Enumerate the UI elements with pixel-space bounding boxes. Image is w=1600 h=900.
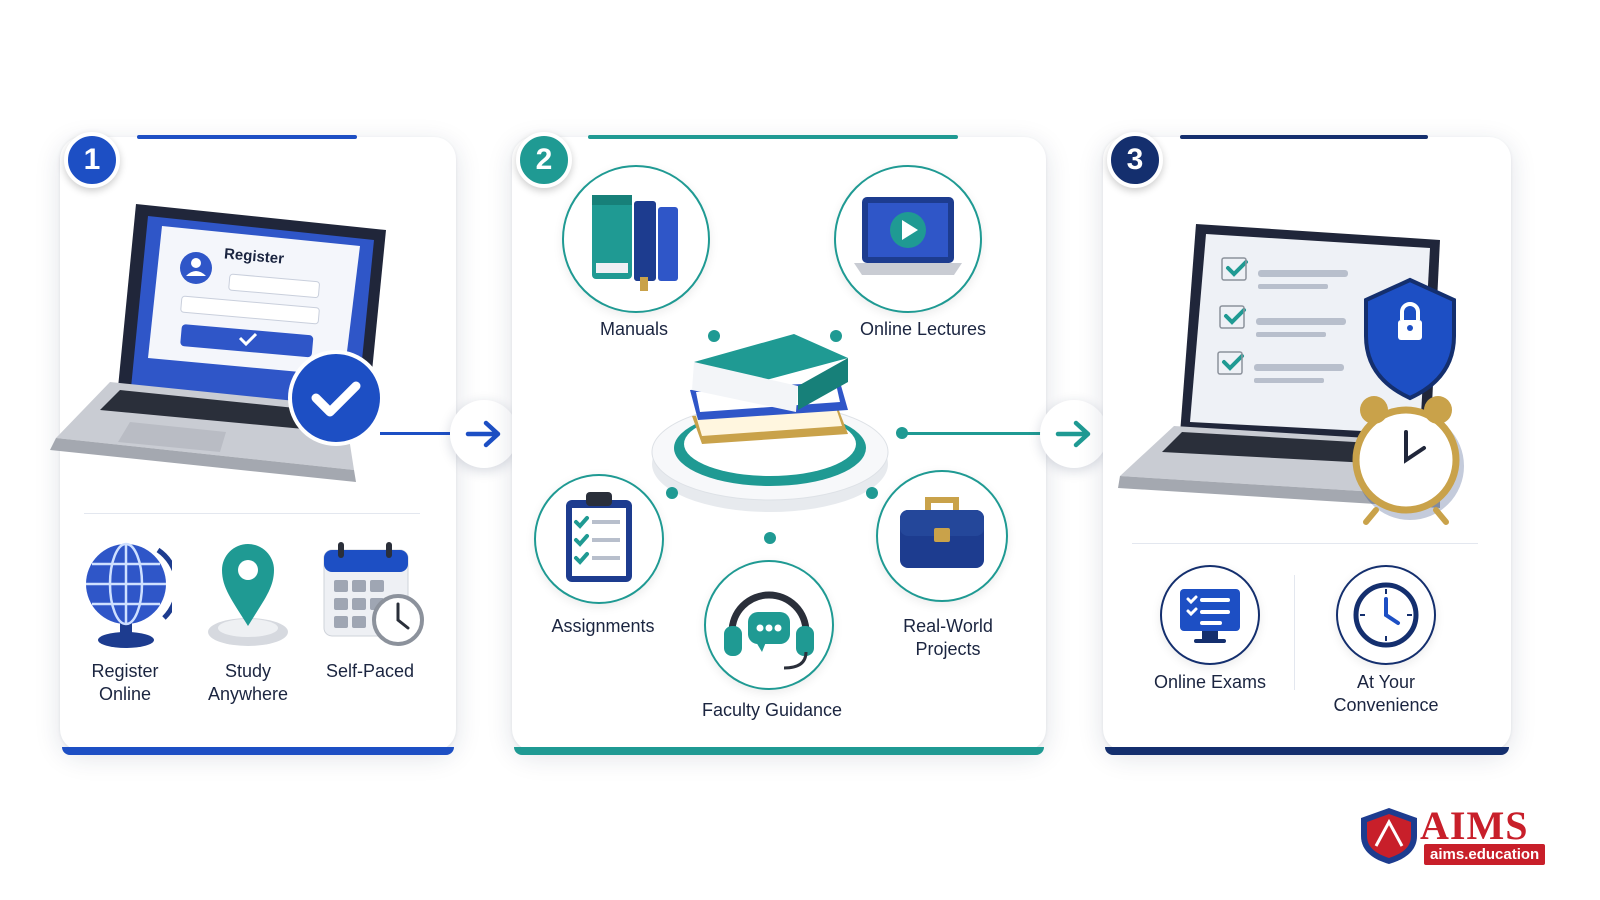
headset-chat-icon [724, 591, 814, 670]
register-laptop-illustration [44, 200, 404, 500]
faculty-guidance-circle[interactable] [704, 560, 834, 690]
self-paced-label: Self-Paced [325, 661, 415, 681]
step-1-accent-bar [137, 135, 357, 139]
next-step-arrow-1[interactable] [450, 400, 518, 468]
clock-icon [1353, 582, 1419, 648]
assignments-label: Assignments [551, 616, 655, 636]
aims-logo-wordmark: AIMS [1420, 803, 1529, 848]
online-exams-label: Online Exams [1153, 672, 1267, 692]
assignments-connector-dot [666, 487, 678, 499]
step-3-divider [1132, 543, 1478, 544]
next-step-arrow-2[interactable] [1040, 400, 1108, 468]
online-exams-circle[interactable] [1160, 565, 1260, 665]
study-anywhere-label: Study Anywhere [207, 661, 289, 704]
step-1-number-badge: 1 [64, 132, 120, 188]
video-lecture-laptop-icon [854, 197, 962, 275]
connector-line-2a [906, 432, 1042, 435]
manuals-connector-dot [708, 330, 720, 342]
register-online-label: Register Online [91, 661, 159, 704]
briefcase-icon [900, 497, 984, 568]
clipboard-checklist-icon [566, 492, 632, 582]
aims-logo-url: aims.education [1424, 844, 1546, 865]
location-pin-icon [204, 540, 292, 650]
real-world-projects-circle[interactable] [876, 470, 1008, 602]
real-world-projects-label: Real-World Projects [903, 616, 993, 659]
arrow-right-icon [1055, 420, 1091, 448]
manuals-circle[interactable] [562, 165, 710, 313]
at-your-convenience-label: At Your Convenience [1333, 672, 1439, 715]
manuals-label: Manuals [599, 319, 669, 339]
faculty-guidance-connector-dot [764, 532, 776, 544]
step-1-divider [84, 513, 420, 514]
step-3-number-badge: 3 [1107, 132, 1163, 188]
connector-dot-right [896, 427, 908, 439]
step-3-accent-bar [1180, 135, 1428, 139]
step-3-vertical-divider [1294, 575, 1295, 690]
manuals-books-icon [592, 195, 678, 291]
aims-emblem-logo [1356, 806, 1422, 866]
monitor-checklist-icon [1180, 589, 1240, 643]
online-lectures-connector-dot [830, 330, 842, 342]
globe-icon [82, 536, 172, 651]
calendar-clock-icon [320, 540, 426, 648]
central-books-platform-icon [648, 332, 892, 522]
step-2-accent-bar [588, 135, 958, 139]
real-world-projects-connector-dot [866, 487, 878, 499]
connector-line-1a [380, 432, 450, 435]
at-your-convenience-circle[interactable] [1336, 565, 1436, 665]
exam-laptop-illustration [1118, 220, 1498, 530]
online-lectures-circle[interactable] [834, 165, 982, 313]
step-2-number-badge: 2 [516, 132, 572, 188]
arrow-right-icon [465, 420, 501, 448]
assignments-circle[interactable] [534, 474, 664, 604]
online-lectures-label: Online Lectures [859, 319, 987, 339]
faculty-guidance-label: Faculty Guidance [701, 700, 843, 720]
